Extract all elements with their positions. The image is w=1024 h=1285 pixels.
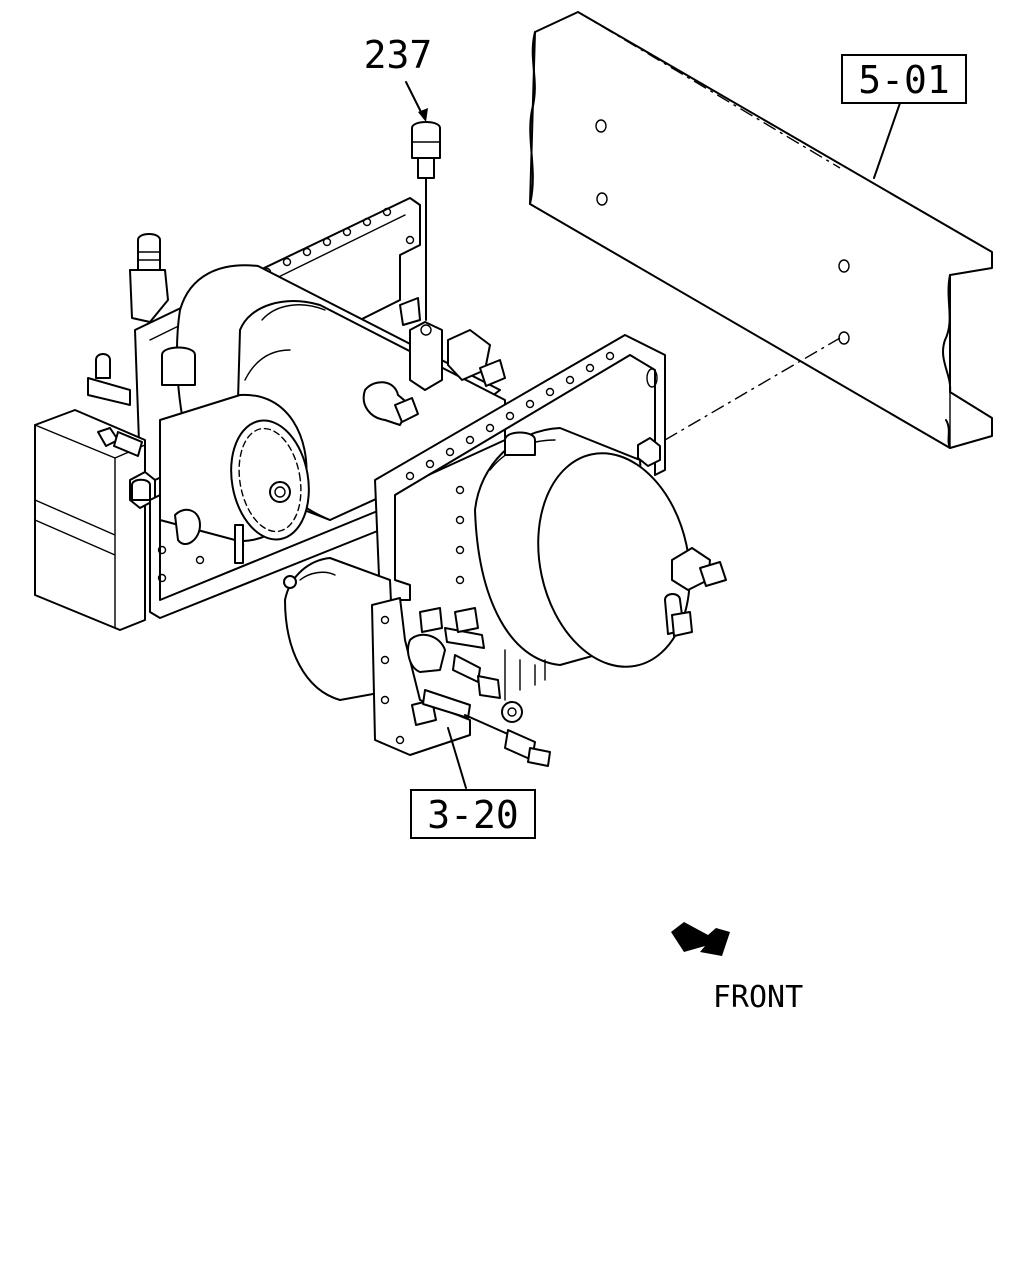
part-number-237: 237 (364, 33, 433, 77)
air-tank-front (474, 427, 727, 668)
callout-ref-5-01: 5-01 (841, 54, 967, 104)
central-valve (362, 297, 506, 426)
callout-ref-3-20: 3-20 (410, 789, 536, 839)
lower-plate (371, 597, 551, 767)
leader-5-01 (873, 102, 901, 179)
ref-label-3-20: 3-20 (427, 793, 519, 837)
leader-3-20 (447, 727, 467, 789)
lower-cylinder (283, 557, 396, 701)
ref-box-3-20 (410, 789, 536, 839)
front-arrow-icon (671, 922, 730, 956)
left-fittings (87, 233, 196, 501)
dryer-canister (159, 393, 310, 542)
front-direction-indicator: FRONT (671, 922, 803, 1015)
front-label: FRONT (713, 980, 803, 1015)
leader-lines (405, 81, 901, 789)
front-bracket (374, 334, 841, 601)
ref-box-5-01 (841, 54, 967, 104)
ref-label-5-01: 5-01 (858, 58, 950, 102)
callout-part-237: 237 (364, 33, 433, 77)
frame-rail (529, 11, 993, 449)
part-237-fitting (411, 121, 441, 321)
